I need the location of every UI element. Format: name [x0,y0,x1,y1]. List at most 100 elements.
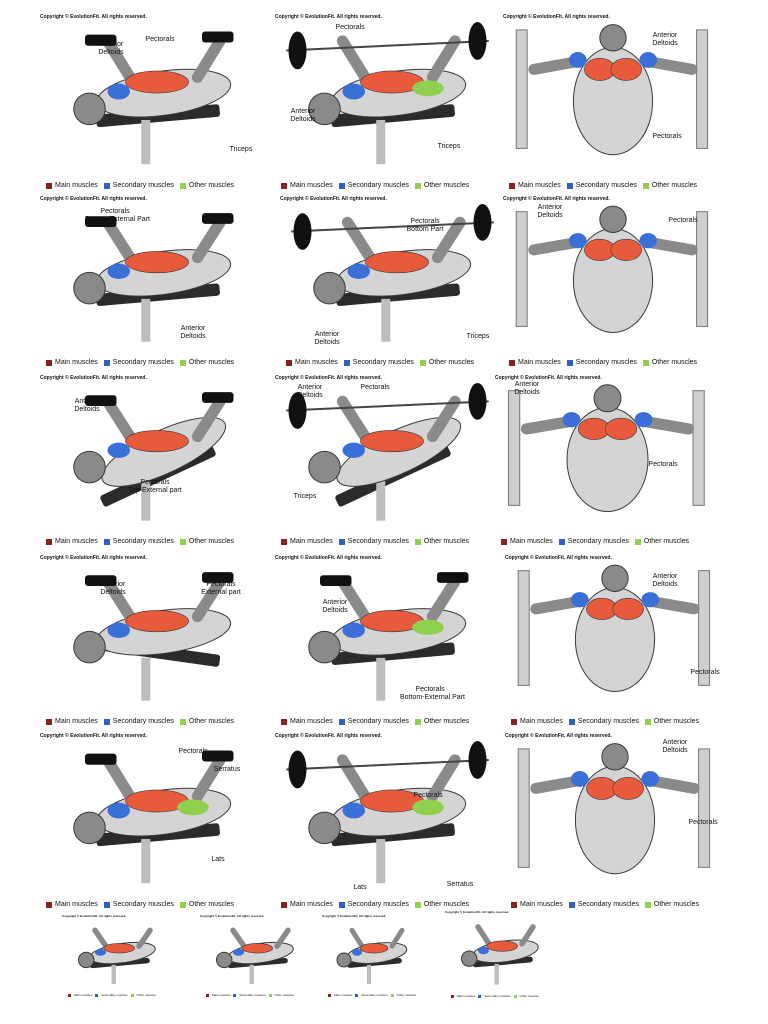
muscle-label: Triceps [437,143,461,150]
legend-item-secondary: Secondary muscles [355,993,388,997]
bench-leg [141,657,151,701]
athlete-illustration [308,572,469,701]
legend-item-other: Other muscles [414,901,469,908]
copyright-notice: Copyright © EvolutionFit. All rights res… [200,914,265,918]
legend-item-secondary: Secondary muscles [343,359,414,366]
head [78,951,95,969]
athlete-illustration [515,24,709,156]
copyright-notice: Copyright © EvolutionFit. All rights res… [503,196,610,202]
copyright-notice: Copyright © EvolutionFit. All rights res… [503,14,610,20]
arms [475,924,536,947]
deltoid [342,622,365,638]
legend-item-other: Other muscles [179,359,234,366]
copyright-notice: Copyright © EvolutionFit. All rights res… [505,733,612,739]
legend-item-other: Other muscles [419,359,474,366]
dumbbell-left [85,395,117,406]
legend-swatch-secondary [103,182,110,189]
arms [101,754,226,802]
legend-swatch-other [642,182,649,189]
legend-item-other: Other muscles [179,182,234,189]
secondary-muscle [412,619,444,635]
muscle-label: Pectorals [335,24,365,31]
legend-label-secondary: Secondary muscles [347,718,409,725]
legend-swatch-other [179,901,186,908]
exercise-figure [515,24,709,156]
barbell-bar [286,758,489,771]
legend-item-other: Other muscles [642,359,697,366]
athlete-illustration [73,392,234,521]
muscle-label: Pectorals [360,384,390,391]
legend-item-other: Other muscles [644,901,699,908]
muscle-label: Anterior Deltoids [322,599,348,614]
pectorals [241,943,273,954]
barbell-plate-right [468,383,487,420]
deltoid [478,946,489,955]
copyright-notice: Copyright © EvolutionFit. All rights res… [275,375,382,381]
muscle-label: Pectorals Bottom Part [406,218,444,233]
muscle-label: Triceps [466,333,490,340]
legend-label-main: Main muscles [55,538,98,545]
muscle-label: Lats [211,856,225,863]
legend-swatch-other [414,718,421,725]
legend-item-secondary: Secondary muscles [338,538,409,545]
copyright-notice: Copyright © EvolutionFit. All rights res… [505,555,612,561]
legend-item-main: Main muscles [511,718,563,725]
barbell-bar [286,400,489,412]
muscle-label: Pectorals External part [201,581,241,596]
legend-swatch-secondary [566,182,573,189]
copyright-notice: Copyright © EvolutionFit. All rights res… [40,733,147,739]
muscle-label: Anterior Deltoids [314,331,340,346]
arms [101,575,226,623]
bench-leg [141,477,151,521]
bench-leg [376,657,386,701]
legend-swatch-main [286,359,292,366]
exercise-panel: Copyright © EvolutionFit. All rights res… [322,914,422,999]
legend-swatch-main [328,993,331,997]
legend-swatch-main [46,359,52,366]
head [599,24,627,52]
right-pectoral [612,777,644,800]
legend-swatch-main [509,182,515,189]
left-deltoid [571,771,589,787]
legend-label-main: Main muscles [520,718,563,725]
athlete-illustration [291,204,494,342]
legend-label-main: Main muscles [518,359,561,366]
machine-frame-left [508,390,521,506]
legend-item-secondary: Secondary muscles [568,901,639,908]
bench-leg [376,838,386,884]
exercise-figure [508,384,705,513]
legend-label-main: Main muscles [55,182,98,189]
legend-item-other: Other muscles [644,718,699,725]
legend-label-other: Other muscles [188,718,235,725]
legend-swatch-main [281,901,287,908]
legend-item-secondary: Secondary muscles [103,538,174,545]
head [461,950,478,967]
copyright-notice: Copyright © EvolutionFit. All rights res… [275,14,382,20]
deltoid [95,948,106,956]
right-deltoid [639,52,657,68]
right-deltoid [641,771,659,787]
legend-item-main: Main muscles [451,994,475,998]
secondary-muscle [412,80,444,97]
legend-swatch-main [68,993,71,997]
head [216,951,233,969]
barbell-bar [291,221,494,233]
legend-item-secondary: Secondary muscles [566,182,637,189]
legend-swatch-secondary [233,993,237,997]
machine-frame-right [696,29,709,149]
legend-label-main: Main muscles [290,538,333,545]
exercise-figure [73,392,234,521]
exercise-panel: Copyright © EvolutionFit. All rights res… [275,733,500,913]
machine-frame-left [515,211,528,327]
exercise-panel: Copyright © EvolutionFit. All rights res… [40,555,265,730]
copyright-notice: Copyright © EvolutionFit. All rights res… [62,914,127,918]
head [313,271,346,305]
legend-item-main: Main muscles [509,359,561,366]
machine-frame-right [698,748,711,868]
